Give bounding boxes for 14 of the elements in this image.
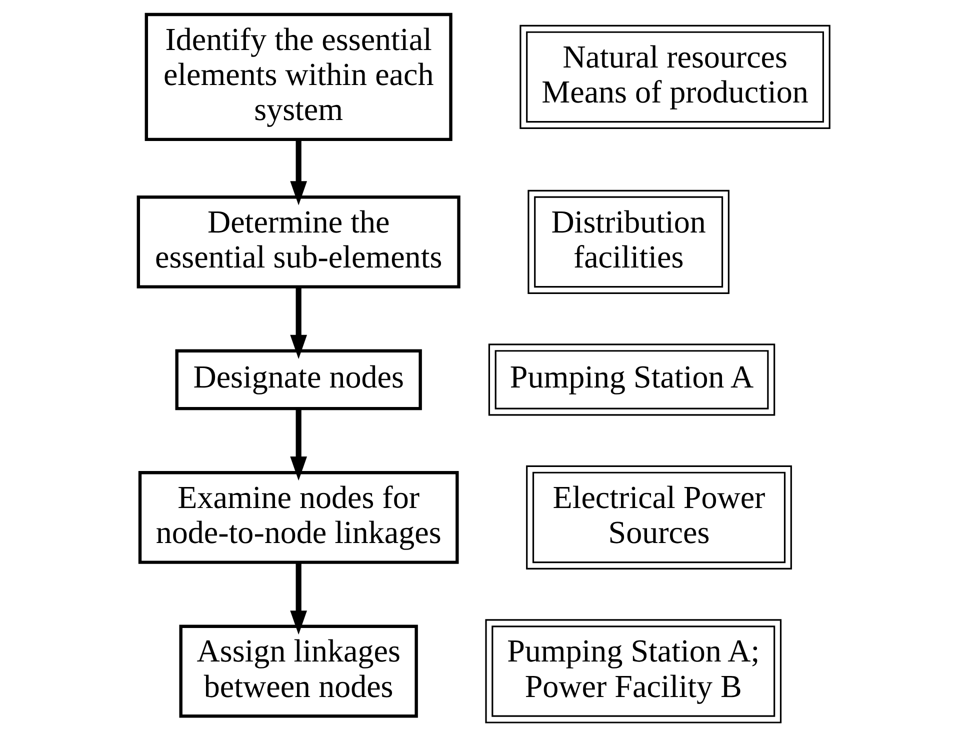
node-box: Determine the essential sub-elements <box>136 196 460 288</box>
arrow <box>290 409 308 481</box>
node-box: Examine nodes for node-to-node linkages <box>138 471 459 564</box>
arrow <box>290 562 308 635</box>
node-box: Pumping Station A <box>488 344 776 416</box>
node-box: Electrical Power Sources <box>526 465 792 570</box>
node-box: Natural resources Means of production <box>520 24 830 130</box>
node-box: Designate nodes <box>175 349 422 410</box>
arrow <box>290 286 308 360</box>
node-box: Identify the essential elements within each system <box>144 12 452 142</box>
arrow <box>290 140 308 206</box>
node-box: Assign linkages between nodes <box>179 624 418 718</box>
node-box: Distribution facilities <box>528 190 730 294</box>
node-box: Pumping Station A; Power Facility B <box>485 619 782 724</box>
